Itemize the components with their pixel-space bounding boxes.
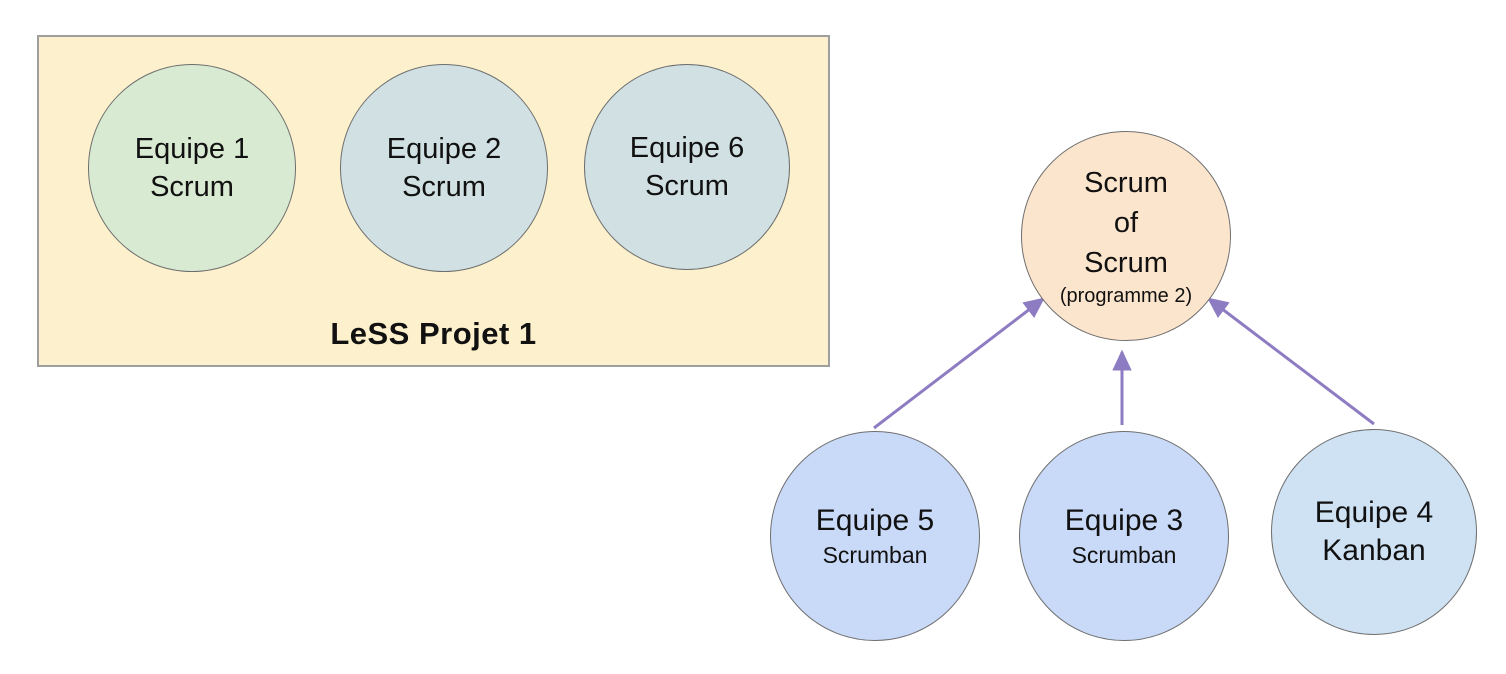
node-equipe-1: Equipe 1 Scrum: [88, 64, 296, 272]
less-box-title: LeSS Projet 1: [330, 316, 537, 351]
node-equipe-2: Equipe 2 Scrum: [340, 64, 548, 272]
node-equipe-5: Equipe 5 Scrumban: [770, 431, 980, 641]
sos-subtitle: (programme 2): [1059, 285, 1193, 307]
sos-line-2: of: [1113, 207, 1139, 239]
sos-line-1: Scrum: [1084, 167, 1168, 199]
node-equipe-5-method: Scrumban: [822, 542, 928, 568]
node-equipe-3-method: Scrumban: [1071, 542, 1177, 568]
node-equipe-4-name: Equipe 4: [1314, 496, 1434, 529]
node-equipe-5-name: Equipe 5: [815, 504, 935, 537]
node-equipe-4: Equipe 4 Kanban: [1271, 429, 1477, 635]
node-equipe-1-name: Equipe 1: [134, 133, 250, 165]
arrow-equipe4-to-sos: [1207, 297, 1375, 426]
node-equipe-3-name: Equipe 3: [1064, 504, 1184, 537]
node-equipe-2-method: Scrum: [402, 171, 486, 203]
node-equipe-6: Equipe 6 Scrum: [584, 64, 790, 270]
node-equipe-1-method: Scrum: [150, 171, 234, 203]
node-equipe-6-name: Equipe 6: [629, 132, 745, 164]
less-project-box: Equipe 1 Scrum Equipe 2 Scrum Equipe 6 S…: [37, 35, 830, 367]
node-equipe-6-method: Scrum: [645, 170, 729, 202]
node-equipe-2-name: Equipe 2: [386, 133, 502, 165]
node-equipe-3: Equipe 3 Scrumban: [1019, 431, 1229, 641]
arrow-equipe5-to-sos: [873, 297, 1045, 430]
node-equipe-4-method: Kanban: [1322, 534, 1426, 567]
node-scrum-of-scrum: Scrum of Scrum (programme 2): [1021, 131, 1231, 341]
sos-line-3: Scrum: [1084, 247, 1168, 279]
